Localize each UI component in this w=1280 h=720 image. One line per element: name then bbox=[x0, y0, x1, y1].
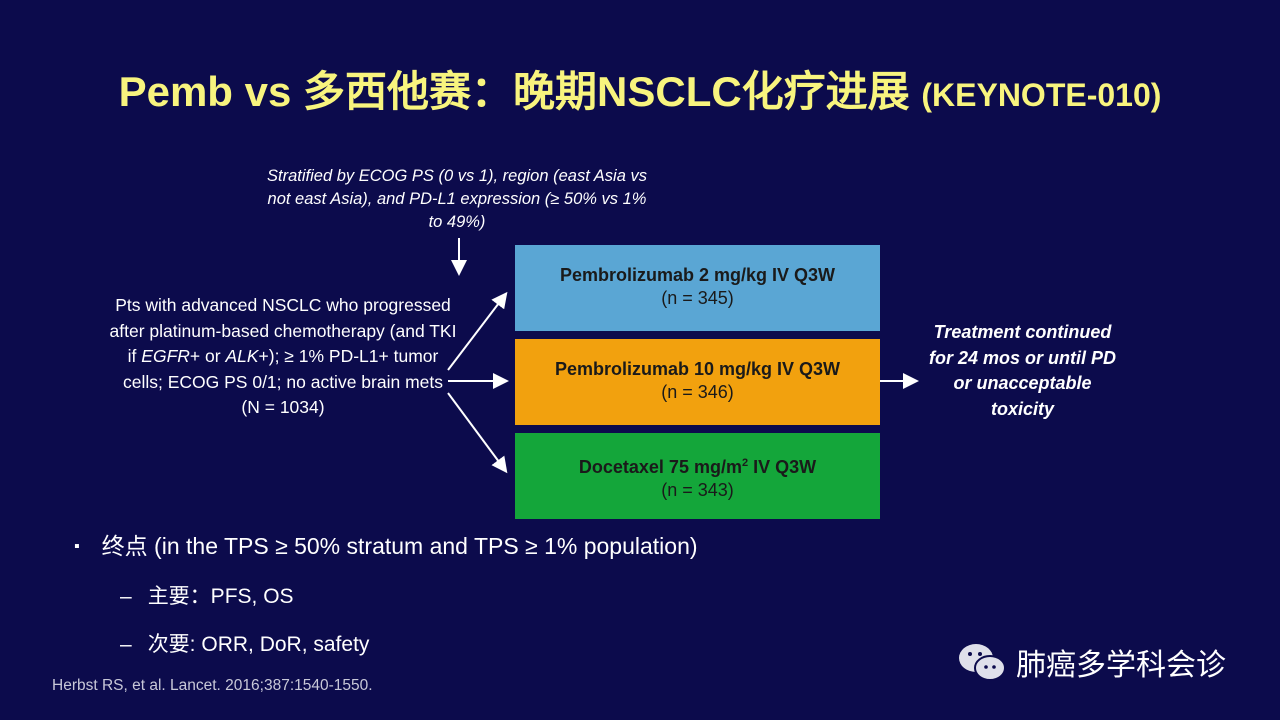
brand-watermark: 肺癌多学科会诊 bbox=[956, 640, 1226, 684]
brand-name: 肺癌多学科会诊 bbox=[1016, 649, 1226, 682]
wechat-icon bbox=[959, 644, 1006, 681]
treatment-text: Treatment continued for 24 mos or until … bbox=[928, 322, 1117, 419]
slide-title: Pemb vs 多西他赛：晚期NSCLC化疗进展 (KEYNOTE-010) bbox=[0, 58, 1280, 119]
arm-pembro-10mg: Pembrolizumab 10 mg/kg IV Q3W(n = 346) bbox=[515, 339, 880, 425]
secondary-endpoint: –次要: ORR, DoR, safety bbox=[120, 633, 370, 656]
arrow-to-arm3 bbox=[447, 392, 508, 474]
stratification-text: Stratified by ECOG PS (0 vs 1), region (… bbox=[267, 167, 647, 231]
arm-docetaxel: Docetaxel 75 mg/m2 IV Q3W(n = 343) bbox=[515, 433, 880, 519]
title-trial: (KEYNOTE-010) bbox=[921, 77, 1162, 113]
arm-pembro-2mg: Pembrolizumab 2 mg/kg IV Q3W(n = 345) bbox=[515, 245, 880, 331]
title-main: Pemb vs 多西他赛：晚期NSCLC化疗进展 bbox=[118, 68, 922, 115]
patient-criteria: Pts with advanced NSCLC who progressed a… bbox=[109, 295, 457, 417]
arrow-to-arm1 bbox=[447, 291, 508, 371]
reference: Herbst RS, et al. Lancet. 2016;387:1540-… bbox=[52, 677, 373, 694]
primary-endpoint: –主要：PFS, OS bbox=[120, 585, 294, 608]
endpoints-bullet: ▪终点 (in the TPS ≥ 50% stratum and TPS ≥ … bbox=[74, 533, 698, 559]
